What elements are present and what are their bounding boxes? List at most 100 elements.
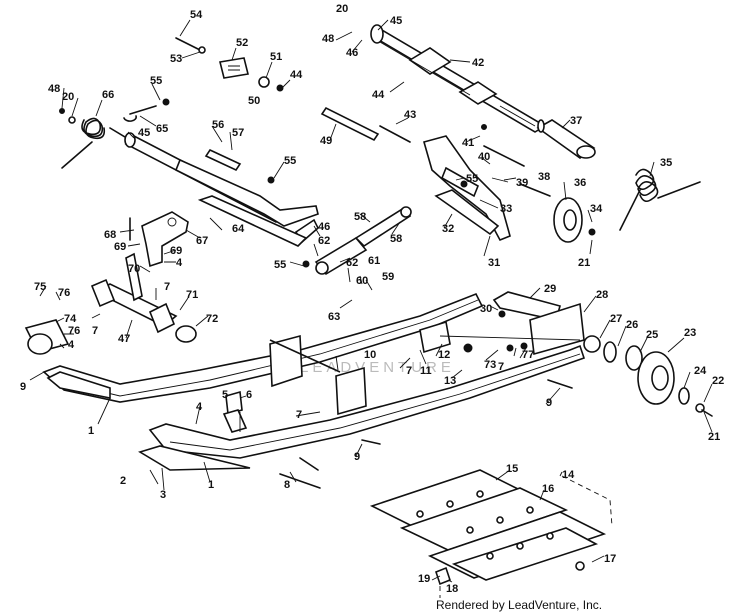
callout-40: 40 <box>478 151 490 163</box>
callout-9c: 9 <box>354 451 360 463</box>
callout-50: 50 <box>248 95 260 107</box>
front-bracket-67 <box>129 211 189 268</box>
callout-63: 63 <box>328 311 340 323</box>
callout-53: 53 <box>170 53 182 65</box>
callout-labels: 54 53 52 51 50 44 48 20 46 45 42 44 48 2… <box>20 3 724 595</box>
callout-2: 2 <box>120 475 126 487</box>
callout-46b: 46 <box>318 221 330 233</box>
callout-20: 20 <box>336 3 348 15</box>
callout-19: 19 <box>418 573 430 585</box>
callout-32: 32 <box>442 223 454 235</box>
callout-41: 41 <box>462 137 474 149</box>
callout-18: 18 <box>446 583 458 595</box>
callout-26: 26 <box>626 319 638 331</box>
callout-34: 34 <box>590 203 603 215</box>
callout-21: 21 <box>578 257 590 269</box>
callout-13: 13 <box>444 375 456 387</box>
torsion-spring-right <box>619 168 701 231</box>
callout-65: 65 <box>156 123 168 135</box>
front-arm-57 <box>174 148 319 244</box>
callout-14: 14 <box>562 469 575 481</box>
callout-69: 69 <box>114 241 126 253</box>
callout-76: 76 <box>58 287 70 299</box>
track-clip-strips <box>369 469 613 604</box>
slide-rail-lower <box>138 344 586 471</box>
callout-61: 61 <box>368 255 380 267</box>
callout-1b: 1 <box>208 479 214 491</box>
callout-31: 31 <box>488 257 500 269</box>
callout-56: 56 <box>212 119 224 131</box>
upper-shaft-assembly <box>370 24 596 159</box>
callout-7: 7 <box>164 281 170 293</box>
callout-68: 68 <box>104 229 116 241</box>
rear-axle-assembly <box>419 291 585 356</box>
callout-7c: 7 <box>406 365 412 377</box>
callout-30: 30 <box>480 303 492 315</box>
callout-7d: 7 <box>498 361 504 373</box>
credit-text: Rendered by LeadVenture, Inc. <box>432 598 607 612</box>
callout-49: 49 <box>320 135 332 147</box>
callout-10: 10 <box>364 349 376 361</box>
front-pivot-47 <box>90 252 197 343</box>
callout-16: 16 <box>542 483 554 495</box>
wear-strip-hardware <box>222 379 573 489</box>
torsion-spring-left <box>61 117 131 169</box>
leader-lines <box>29 19 713 583</box>
hardware-cluster-left <box>59 98 170 124</box>
callout-8: 8 <box>284 479 290 491</box>
callout-23: 23 <box>684 327 696 339</box>
callout-59: 59 <box>382 271 394 283</box>
callout-70: 70 <box>128 263 140 275</box>
callout-46: 46 <box>346 47 358 59</box>
callout-21b: 21 <box>708 431 720 443</box>
callout-9: 9 <box>20 381 26 393</box>
callout-58: 58 <box>354 211 366 223</box>
callout-58b: 58 <box>390 233 402 245</box>
callout-64: 64 <box>232 223 245 235</box>
callout-45: 45 <box>390 15 402 27</box>
callout-28: 28 <box>596 289 608 301</box>
callout-4: 4 <box>176 257 183 269</box>
callout-36: 36 <box>574 177 586 189</box>
callout-35: 35 <box>660 157 672 169</box>
callout-15: 15 <box>506 463 518 475</box>
callout-71: 71 <box>186 289 198 301</box>
callout-62b: 62 <box>346 257 358 269</box>
callout-57: 57 <box>232 127 244 139</box>
callout-39: 39 <box>516 177 528 189</box>
callout-7b: 7 <box>92 325 98 337</box>
callout-43: 43 <box>404 109 416 121</box>
callout-67: 67 <box>196 235 208 247</box>
callout-42: 42 <box>472 57 484 69</box>
callout-75: 75 <box>34 281 46 293</box>
callout-22: 22 <box>712 375 724 387</box>
callout-60: 60 <box>356 275 368 287</box>
callout-20b: 20 <box>62 91 74 103</box>
callout-55d: 55 <box>274 259 286 271</box>
idler-wheel-36 <box>553 197 596 243</box>
callout-11: 11 <box>420 365 432 377</box>
callout-4b: 4 <box>68 339 75 351</box>
callout-48: 48 <box>322 33 334 45</box>
callout-29: 29 <box>544 283 556 295</box>
callout-25: 25 <box>646 329 658 341</box>
callout-44b: 44 <box>372 89 385 101</box>
callout-17: 17 <box>604 553 616 565</box>
callout-38: 38 <box>538 171 550 183</box>
rear-idler-wheel-23 <box>583 335 713 417</box>
callout-3: 3 <box>160 489 166 501</box>
callout-77: 77 <box>522 349 534 361</box>
front-link-64 <box>197 195 308 247</box>
callout-76b: 76 <box>68 325 80 337</box>
pins-49-43-40 <box>320 106 551 197</box>
callout-27: 27 <box>610 313 622 325</box>
callout-48b: 48 <box>48 83 60 95</box>
callout-9b: 9 <box>546 397 552 409</box>
shock-absorber <box>302 206 412 276</box>
callout-44: 44 <box>290 69 303 81</box>
hanger-brackets <box>225 334 367 416</box>
callout-37: 37 <box>570 115 582 127</box>
slide-rail-upper <box>42 292 484 403</box>
